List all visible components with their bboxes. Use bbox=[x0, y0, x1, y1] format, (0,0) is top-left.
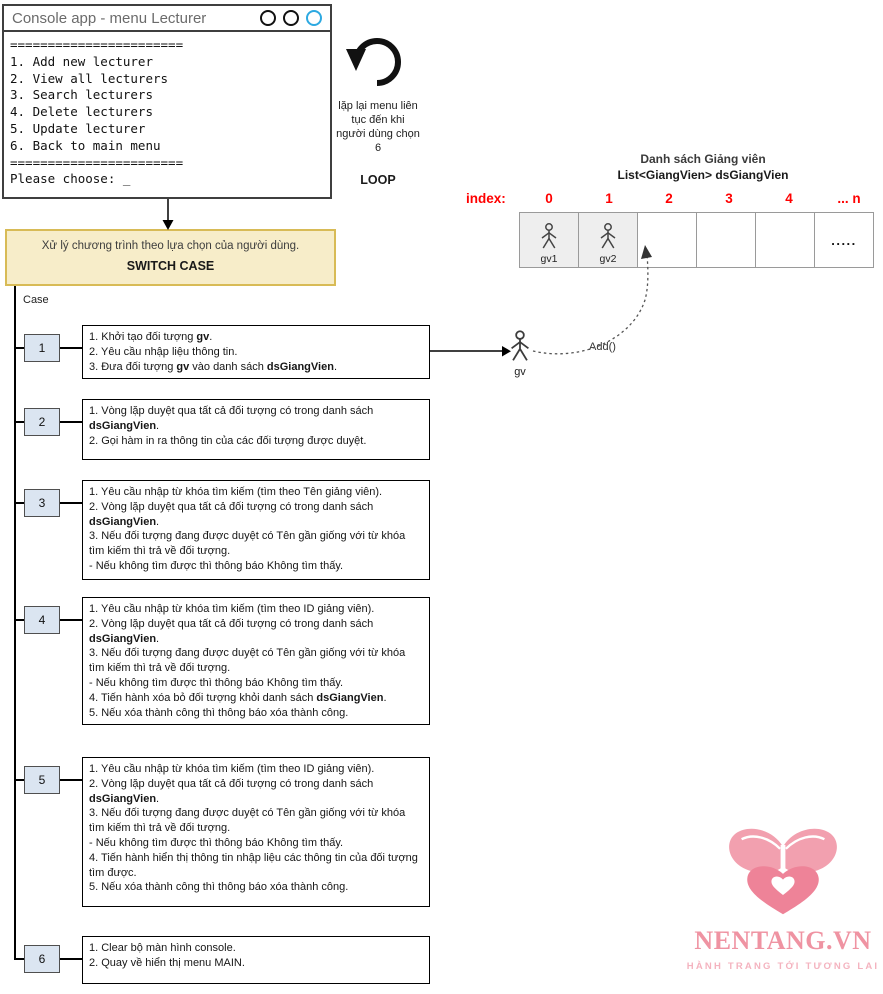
loop-label: LOOP bbox=[360, 173, 396, 187]
window-button-icon bbox=[283, 10, 299, 26]
switch-title: SWITCH CASE bbox=[126, 259, 215, 273]
case-number-box: 5 bbox=[24, 766, 60, 794]
connector-line bbox=[60, 347, 82, 349]
switch-case-box: Xử lý chương trình theo lựa chọn của ngư… bbox=[5, 229, 336, 286]
array-cell: ..... bbox=[814, 212, 874, 268]
case-spine-line bbox=[14, 286, 16, 960]
array-cell bbox=[755, 212, 815, 268]
person-icon bbox=[541, 223, 557, 249]
connector-line bbox=[14, 502, 24, 504]
book-heart-icon bbox=[729, 828, 837, 915]
array-cells: gv1 gv2 ..... bbox=[519, 212, 874, 268]
list-title: Danh sách Giảng viên bbox=[640, 152, 766, 166]
connector-line bbox=[14, 958, 24, 960]
case-number-box: 4 bbox=[24, 606, 60, 634]
cell-label: ..... bbox=[831, 232, 857, 248]
cell-label: gv1 bbox=[540, 253, 558, 265]
index-value: 4 bbox=[785, 191, 793, 206]
connector-line bbox=[60, 619, 82, 621]
add-method-label: Add() bbox=[589, 341, 616, 353]
list-heading: Danh sách Giảng viên List<GiangVien> dsG… bbox=[553, 152, 853, 182]
connector-line bbox=[60, 958, 82, 960]
case1-to-actor-arrow bbox=[430, 346, 511, 357]
logo-tagline: HÀNH TRANG TỚI TƯƠNG LAI bbox=[686, 961, 880, 972]
nentang-logo: NENTANG.VN HÀNH TRANG TỚI TƯƠNG LAI bbox=[683, 818, 883, 972]
connector-line bbox=[14, 347, 24, 349]
window-button-blue-icon bbox=[306, 10, 322, 26]
case-number-box: 2 bbox=[24, 408, 60, 436]
case-label: Case bbox=[23, 294, 49, 306]
cell-label: gv2 bbox=[599, 253, 617, 265]
console-titlebar: Console app - menu Lecturer bbox=[4, 6, 330, 32]
index-value: 3 bbox=[725, 191, 733, 206]
case-description-box: 1. Yêu cầu nhập từ khóa tìm kiếm (tìm th… bbox=[82, 597, 430, 726]
index-value: ... n bbox=[837, 191, 861, 206]
switch-description: Xử lý chương trình theo lựa chọn của ngư… bbox=[41, 240, 300, 252]
console-to-switch-arrow bbox=[162, 199, 174, 230]
connector-line bbox=[14, 421, 24, 423]
case-description-box: 1. Khởi tạo đối tượng gv.2. Yêu cầu nhập… bbox=[82, 325, 430, 380]
console-title: Console app - menu Lecturer bbox=[12, 9, 207, 27]
connector-line bbox=[60, 502, 82, 504]
loop-caption: lặp lại menu liên tục đến khi người dùng… bbox=[336, 100, 420, 154]
index-value: 0 bbox=[545, 191, 553, 206]
array-cell: gv2 bbox=[578, 212, 638, 268]
actor-label: gv bbox=[514, 366, 526, 378]
array-cell bbox=[696, 212, 756, 268]
connector-line bbox=[14, 619, 24, 621]
index-value: 2 bbox=[665, 191, 673, 206]
connector-line bbox=[14, 779, 24, 781]
loop-arrow-icon bbox=[346, 38, 401, 86]
index-row: 0 1 2 3 4 ... n bbox=[519, 191, 879, 206]
logo-name: NENTANG.VN bbox=[694, 926, 872, 955]
person-icon bbox=[511, 330, 529, 361]
case-description-box: 1. Yêu cầu nhập từ khóa tìm kiếm (tìm th… bbox=[82, 757, 430, 907]
case-number-box: 3 bbox=[24, 489, 60, 517]
case-number-box: 1 bbox=[24, 334, 60, 362]
case-description-box: 1. Clear bộ màn hình console.2. Quay về … bbox=[82, 936, 430, 984]
window-button-icon bbox=[260, 10, 276, 26]
case-number-box: 6 bbox=[24, 945, 60, 973]
case-description-box: 1. Vòng lặp duyệt qua tất cả đối tượng c… bbox=[82, 399, 430, 460]
index-label: index: bbox=[466, 191, 506, 206]
case-description-box: 1. Yêu cầu nhập từ khóa tìm kiếm (tìm th… bbox=[82, 480, 430, 580]
array-cell: gv1 bbox=[519, 212, 579, 268]
list-subtitle: List<GiangVien> dsGiangVien bbox=[617, 168, 789, 182]
person-icon bbox=[600, 223, 616, 249]
console-menu-text: =======================1. Add new lectur… bbox=[10, 37, 184, 187]
array-cell bbox=[637, 212, 697, 268]
connector-line bbox=[60, 421, 82, 423]
index-value: 1 bbox=[605, 191, 613, 206]
connector-line bbox=[60, 779, 82, 781]
window-controls bbox=[260, 10, 322, 26]
console-window: Console app - menu Lecturer ============… bbox=[2, 4, 332, 199]
